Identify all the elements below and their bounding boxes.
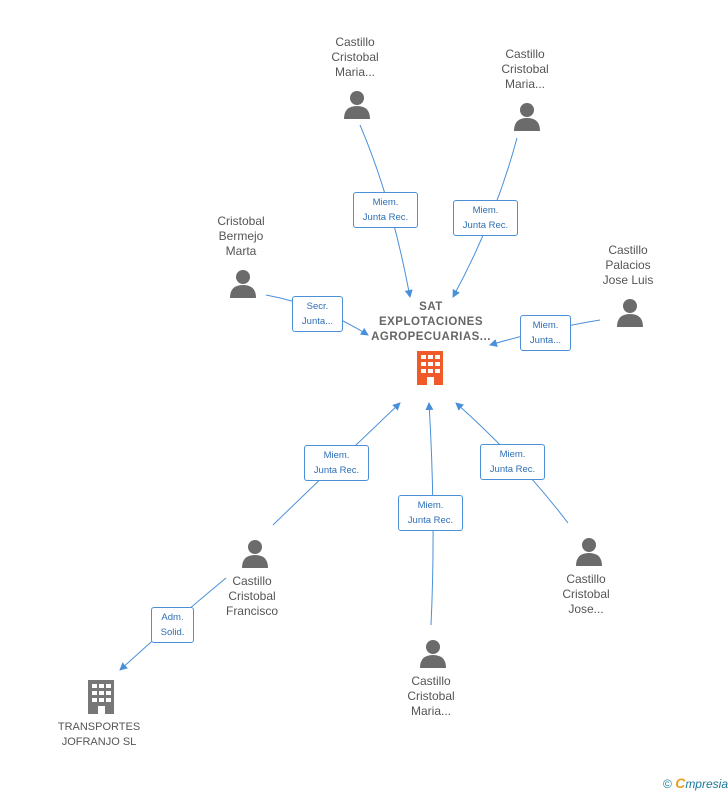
brand-rest: mpresia <box>685 777 728 791</box>
edge-label-e5[interactable]: Miem. Junta Rec. <box>304 445 369 481</box>
person-name-p5[interactable]: Castillo Cristobal Francisco <box>225 574 278 618</box>
edge-label-e3[interactable]: Secr. Junta... <box>292 296 343 332</box>
empresia-logo: © Cmpresia <box>663 775 728 791</box>
company-building-icon[interactable] <box>86 680 116 714</box>
person-icon[interactable] <box>240 538 270 568</box>
person-icon[interactable] <box>615 297 645 327</box>
person-name-p6[interactable]: Castillo Cristobal Maria... <box>407 674 455 718</box>
person-icon[interactable] <box>228 268 258 298</box>
edge-label-e8[interactable]: Adm. Solid. <box>151 607 194 643</box>
person-name-p4[interactable]: Castillo Palacios Jose Luis <box>602 243 654 287</box>
edge-label-e4[interactable]: Miem. Junta... <box>520 315 571 351</box>
center-building-icon[interactable] <box>415 351 445 385</box>
person-name-p1[interactable]: Castillo Cristobal Maria... <box>331 35 379 79</box>
person-name-p3[interactable]: Cristobal Bermejo Marta <box>217 214 265 258</box>
person-name-p7[interactable]: Castillo Cristobal Jose... <box>562 572 610 616</box>
person-icon[interactable] <box>574 536 604 566</box>
brand-initial: C <box>675 775 686 791</box>
person-icon[interactable] <box>418 638 448 668</box>
copyright-symbol: © <box>663 777 672 791</box>
center-company-name[interactable]: SAT EXPLOTACIONES AGROPECUARIAS... <box>371 301 491 343</box>
person-icon[interactable] <box>342 89 372 119</box>
edge-label-e6[interactable]: Miem. Junta Rec. <box>398 495 463 531</box>
person-name-p2[interactable]: Castillo Cristobal Maria... <box>501 47 549 91</box>
company-name[interactable]: TRANSPORTES JOFRANJO SL <box>57 721 141 748</box>
edge-label-e1[interactable]: Miem. Junta Rec. <box>353 192 418 228</box>
edge-label-e2[interactable]: Miem. Junta Rec. <box>453 200 518 236</box>
person-icon[interactable] <box>512 101 542 131</box>
edge-label-e7[interactable]: Miem. Junta Rec. <box>480 444 545 480</box>
